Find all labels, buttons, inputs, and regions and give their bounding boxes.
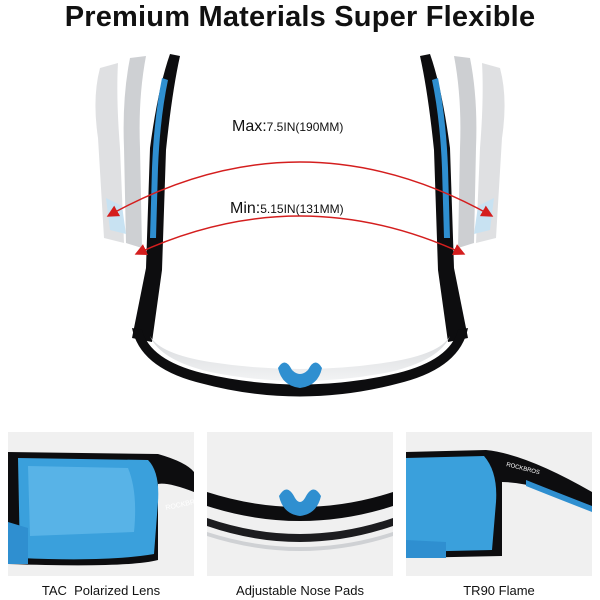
max-label: Max: [232,118,267,135]
left-temple-accent [150,78,168,238]
hero-illustration [0,38,600,418]
max-value: 7.5IN(190MM) [266,120,344,134]
right-ghost-temple-1 [476,63,505,243]
brand-mark: ROCKBROS [165,497,194,512]
feature-panel-frame: ROCKBROS [406,432,592,576]
caption-frame: TR90 Flame [463,583,535,598]
min-value: 5.15IN(131MM) [260,202,344,216]
min-label: Min: [230,200,261,217]
min-width-arrow [134,215,466,256]
left-ghost-temple-2 [123,56,146,248]
feature-panel-lens: ROCKBROS [8,432,194,576]
feature-panel-nose-pads [207,432,393,576]
right-temple-accent [432,78,450,238]
min-measurement: Min:5.15IN(131MM) [230,200,344,218]
lens-closeup-image: ROCKBROS [8,452,194,566]
glasses-top-view [95,54,505,397]
right-ghost-temple-2 [454,56,477,248]
max-width-arrow [106,161,494,217]
right-temple-ghosts [454,56,505,248]
frame-closeup-image: ROCKBROS [406,450,592,558]
left-ghost-temple-1 [95,63,124,243]
caption-lens: TAC Polarized Lens [41,583,161,598]
nose-pad [278,362,322,388]
front-frame [132,328,468,397]
lens-top-edge [150,336,450,381]
caption-nose-pads: Adjustable Nose Pads [236,583,364,598]
left-temple-ghosts [95,56,146,248]
page-title: Premium Materials Super Flexible [64,1,536,33]
nose-pads-closeup-image [207,489,393,551]
max-measurement: Max:7.5IN(190MM) [232,118,343,136]
